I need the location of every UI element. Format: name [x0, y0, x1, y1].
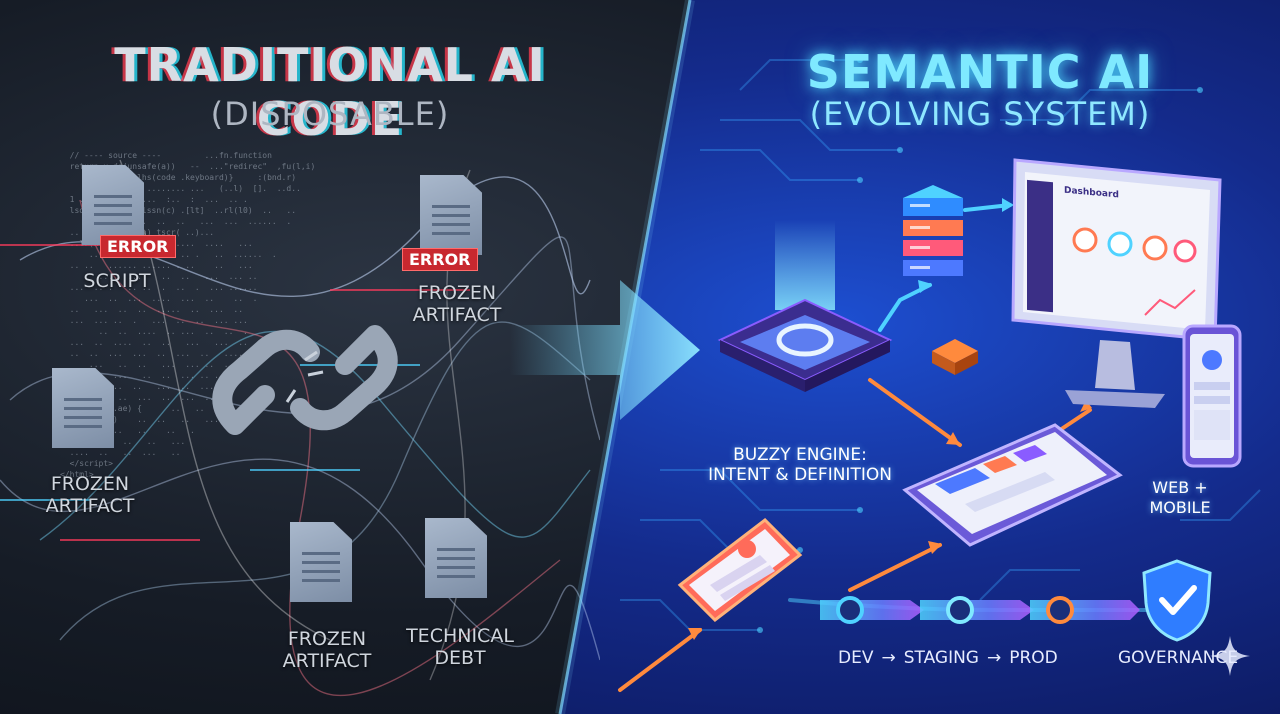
- chip-icon: [932, 339, 978, 375]
- traditional-title: TRADITIONAL AI CODE: [114, 38, 546, 146]
- frozen-artifact-label: FROZEN ARTIFACT: [412, 282, 502, 326]
- document-icon: [52, 368, 114, 448]
- stage-staging: STAGING: [903, 648, 979, 668]
- deployment-pipeline: [820, 596, 1140, 624]
- web-mobile-label: WEB + MOBILE: [1149, 478, 1211, 517]
- tablet-icon: [902, 423, 1123, 547]
- traditional-subtitle: (DISPOSABLE): [210, 95, 450, 133]
- buzzy-engine-icon: [717, 220, 893, 392]
- phone-icon: [1182, 324, 1242, 468]
- stage-arrow: →: [881, 648, 896, 668]
- document-icon: [290, 522, 352, 602]
- error-badge: ERROR: [402, 248, 478, 271]
- phone-icon: [677, 518, 803, 622]
- script-label: SCRIPT: [83, 270, 151, 292]
- governance-label: GOVERNANCE: [1118, 648, 1239, 668]
- monitor-icon: [1011, 158, 1222, 408]
- pipeline-stages: DEV → STAGING → PROD: [838, 648, 1058, 668]
- shield-check-icon: [1142, 559, 1212, 642]
- document-icon: [82, 165, 144, 245]
- technical-debt-label: TECHNICAL DEBT: [406, 625, 514, 669]
- semantic-subtitle: (EVOLVING SYSTEM): [809, 95, 1151, 133]
- stage-dev: DEV: [838, 648, 874, 668]
- document-icon: [420, 175, 482, 255]
- sparkle-icon: [1210, 636, 1250, 676]
- semantic-title: SEMANTIC AI: [806, 45, 1154, 99]
- frozen-artifact-label: FROZEN ARTIFACT: [45, 473, 135, 517]
- document-icon: [425, 518, 487, 598]
- error-badge: ERROR: [100, 235, 176, 258]
- broken-chain-icon: [212, 325, 398, 435]
- engine-label: BUZZY ENGINE: INTENT & DEFINITION: [708, 445, 892, 485]
- frozen-artifact-label: FROZEN ARTIFACT: [282, 628, 372, 672]
- stage-prod: PROD: [1009, 648, 1058, 668]
- stage-arrow: →: [986, 648, 1002, 668]
- server-icon: [903, 185, 963, 276]
- transition-arrow-icon: [510, 280, 700, 420]
